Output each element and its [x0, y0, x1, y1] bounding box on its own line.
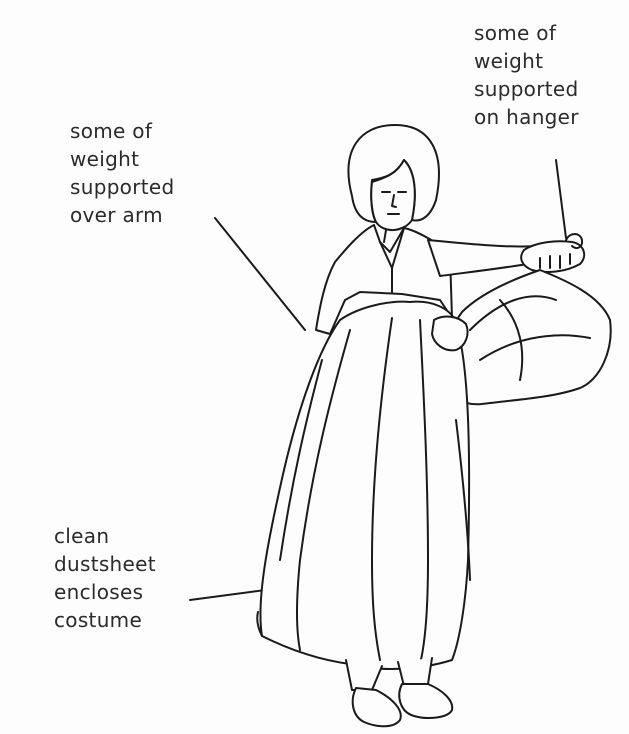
- left-foot: [353, 688, 401, 726]
- leader-line-hanger: [556, 160, 566, 238]
- annotation-line: supported: [70, 173, 175, 201]
- annotation-line: weight: [474, 47, 579, 75]
- annotation-over-arm: some of weight supported over arm: [70, 117, 175, 229]
- annotation-line: supported: [474, 75, 579, 103]
- leader-line-arm: [215, 218, 305, 330]
- annotation-line: some of: [474, 19, 579, 47]
- annotation-line: dustsheet: [54, 550, 156, 578]
- annotation-dustsheet: clean dustsheet encloses costume: [54, 522, 156, 634]
- right-foot: [399, 684, 452, 718]
- annotation-line: weight: [70, 145, 175, 173]
- annotation-on-hanger: some of weight supported on hanger: [474, 19, 579, 131]
- annotation-line: over arm: [70, 201, 175, 229]
- annotation-line: clean: [54, 522, 156, 550]
- hand: [521, 241, 584, 272]
- annotation-line: some of: [70, 117, 175, 145]
- supporting-hand: [432, 317, 468, 351]
- annotation-line: costume: [54, 606, 156, 634]
- dustsheet-drape: [260, 302, 469, 669]
- annotation-line: encloses: [54, 578, 156, 606]
- annotation-line: on hanger: [474, 103, 579, 131]
